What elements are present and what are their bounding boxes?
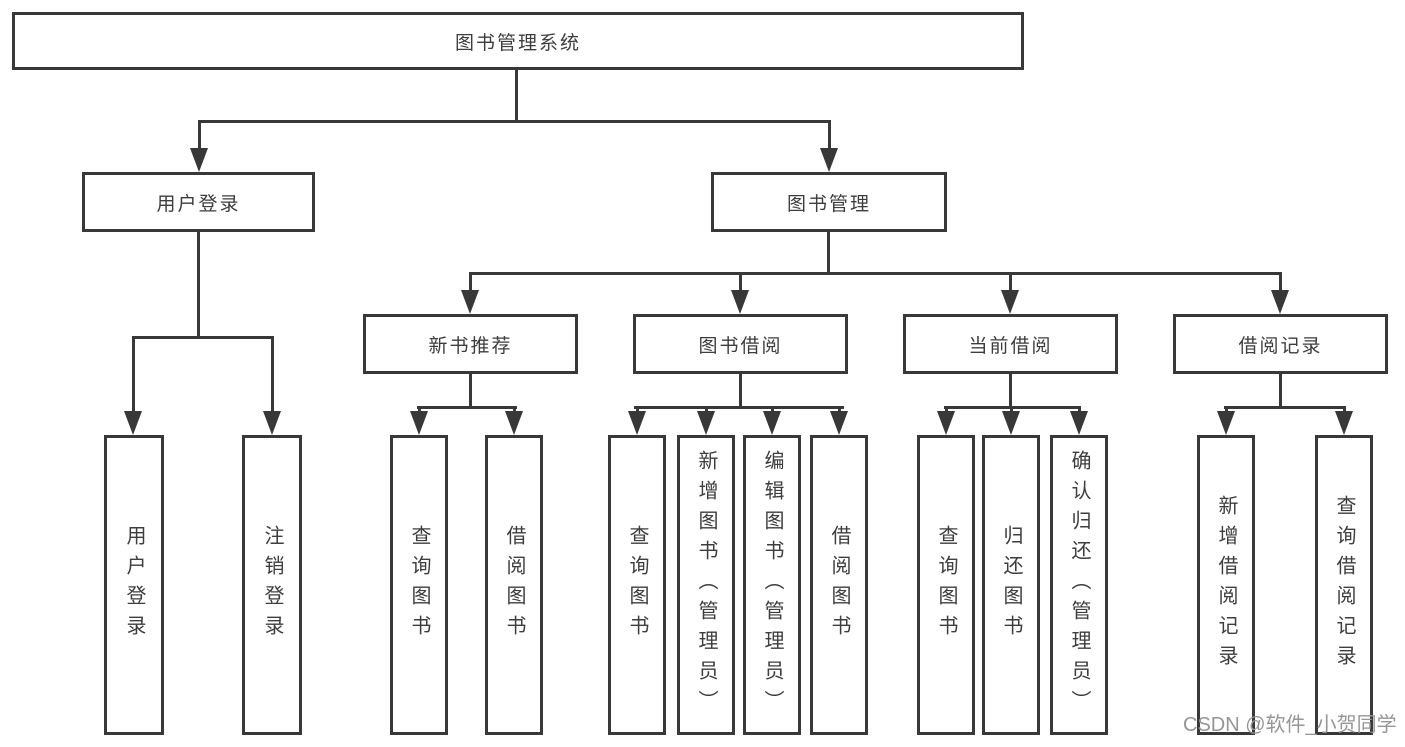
arrow-down-icon [1002,411,1020,435]
arrow-down-icon [190,148,208,172]
records-connector-hline [1224,406,1346,409]
arrow-down-icon [505,411,523,435]
node-root: 图书管理系统 [12,12,1024,70]
current-connector-stem [945,406,948,415]
arrow-down-icon [731,290,749,314]
leaf-records-query-record: 查询借阅记录 [1315,435,1373,735]
node-book-borrow: 图书借阅 [633,314,848,374]
node-new-book-recommend: 新书推荐 [363,314,578,374]
leaf-current-return-books: 归还图书 [982,435,1040,735]
node-book-management: 图书管理 [711,172,947,232]
records-connector-stem [1225,406,1228,415]
leaf-label: 用户登录 [123,525,145,645]
mgmt-connector-stem [739,272,742,294]
arrow-down-icon [1335,411,1353,435]
current-connector-vline [1009,374,1012,408]
arrow-down-icon [820,148,838,172]
recommend-connector-stem [513,406,516,415]
arrow-down-icon [1070,411,1088,435]
watermark: CSDN @软件_小贺同学 [1183,714,1397,736]
arrow-down-icon [1271,290,1289,314]
leaf-label: 注销登录 [261,525,283,645]
leaf-borrow-add-books-admin: 新增图书（管理员） [677,435,735,735]
records-connector-stem [1343,406,1346,415]
leaf-label: 借阅图书 [828,525,850,645]
leaf-label: 查询图书 [626,525,648,645]
borrow-connector-stem [838,406,841,415]
arrow-down-icon [124,411,142,435]
leaf-current-query-books: 查询图书 [917,435,975,735]
node-current-borrow: 当前借阅 [903,314,1118,374]
current-connector-stem [1078,406,1081,415]
arrow-down-icon [410,411,428,435]
leaf-label: 查询借阅记录 [1333,495,1355,675]
leaf-records-add-record: 新增借阅记录 [1197,435,1255,735]
leaf-current-confirm-return-admin: 确认归还（管理员） [1050,435,1108,735]
login-connector-stem [271,336,274,413]
mgmt-connector-stem [1279,272,1282,294]
arrow-down-icon [461,290,479,314]
root-connector-stem-left [198,120,201,150]
login-connector-hline [132,336,274,339]
arrow-down-icon [830,411,848,435]
borrow-connector-hline [634,406,844,409]
leaf-label: 编辑图书（管理员） [761,450,783,720]
arrow-down-icon [628,411,646,435]
leaf-user-login: 用户登录 [104,435,164,735]
mgmt-connector-hline [469,272,1282,275]
mgmt-connector-vline [827,232,830,274]
login-connector-vline [197,232,200,338]
arrow-down-icon [697,411,715,435]
leaf-recommend-query-books: 查询图书 [390,435,448,735]
borrow-connector-stem [636,406,639,415]
leaf-logout: 注销登录 [242,435,302,735]
leaf-label: 借阅图书 [503,525,525,645]
leaf-borrow-edit-books-admin: 编辑图书（管理员） [743,435,801,735]
arrow-down-icon [1001,290,1019,314]
current-connector-stem [1010,406,1013,415]
borrow-connector-stem [771,406,774,415]
recommend-connector-hline [417,406,517,409]
leaf-borrow-borrow-books: 借阅图书 [810,435,868,735]
recommend-connector-stem [418,406,421,415]
mgmt-connector-stem [1009,272,1012,294]
root-connector-hline [198,120,831,123]
leaf-recommend-borrow-books: 借阅图书 [485,435,543,735]
node-borrow-records: 借阅记录 [1173,314,1388,374]
leaf-borrow-query-books: 查询图书 [608,435,666,735]
leaf-label: 查询图书 [408,525,430,645]
leaf-label: 新增图书（管理员） [695,450,717,720]
root-connector-stem-right [828,120,831,150]
leaf-label: 确认归还（管理员） [1068,450,1090,720]
arrow-down-icon [937,411,955,435]
leaf-label: 查询图书 [935,525,957,645]
leaf-label: 新增借阅记录 [1215,495,1237,675]
arrow-down-icon [763,411,781,435]
root-connector-vline [515,68,518,122]
leaf-label: 归还图书 [1000,525,1022,645]
arrow-down-icon [1217,411,1235,435]
borrow-connector-stem [705,406,708,415]
login-connector-stem [132,336,135,413]
borrow-connector-vline [739,374,742,408]
node-user-login: 用户登录 [82,172,315,232]
records-connector-vline [1279,374,1282,408]
mgmt-connector-stem [469,272,472,294]
arrow-down-icon [263,411,281,435]
recommend-connector-vline [469,374,472,408]
